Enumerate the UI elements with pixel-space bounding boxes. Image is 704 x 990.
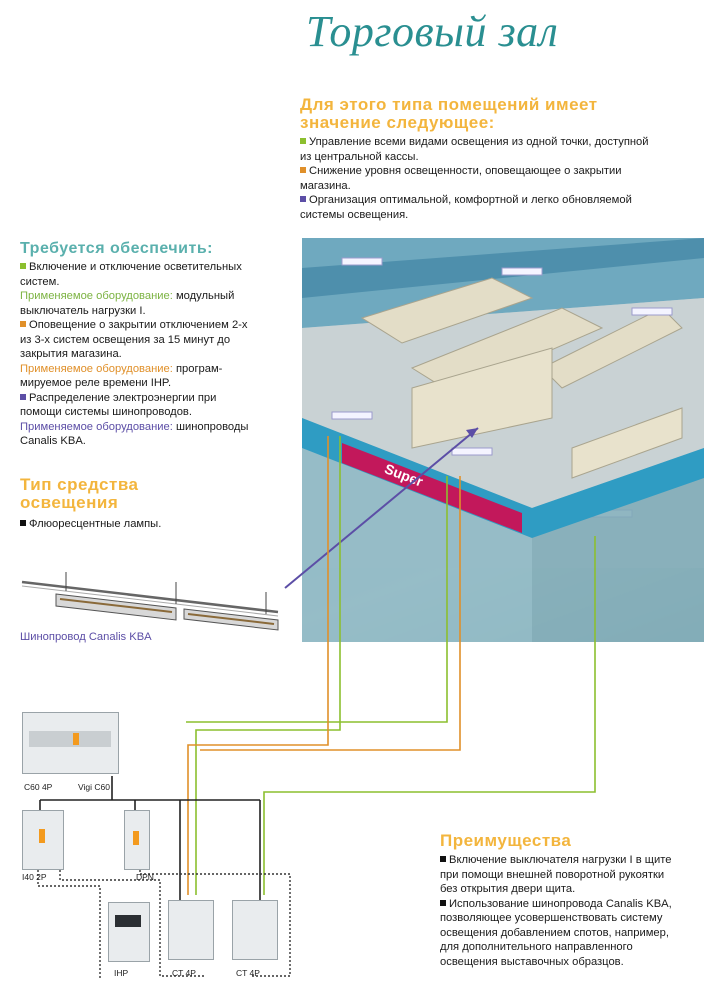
device-label-vigi: Vigi C60: [78, 782, 110, 792]
busbar-caption: Шинопровод Canalis KBA: [20, 631, 152, 643]
bullet-black-icon: [440, 899, 446, 906]
bullet-orange-icon: [300, 167, 306, 173]
arrow-head-icon: [466, 428, 478, 438]
lamp-1: [55, 593, 177, 621]
device-label-c60: C60 4P: [24, 782, 53, 792]
importance-item: Управление всеми видами освещения из одн…: [300, 136, 649, 163]
lamp-2: [183, 608, 279, 631]
toggle-handle-icon: [73, 733, 79, 745]
importance-section: Для этого типа помещений имеет значение …: [300, 96, 700, 222]
c60-vigi-device: [22, 712, 119, 774]
bullet-purple-icon: [300, 196, 306, 202]
bullet-purple-icon: [20, 393, 26, 400]
dpn-device: [124, 810, 150, 870]
device-label-ct1: CT 4P: [172, 968, 196, 978]
toggle-handle-icon: [133, 831, 139, 845]
importance-item: Организация оптимальной, комфортной и ле…: [300, 194, 632, 221]
importance-heading-line1: Для этого типа помещений имеет: [300, 95, 598, 114]
lighting-heading-line2: освещения: [20, 493, 119, 512]
lighting-section: Тип средства освещения Флюоресцентные ла…: [20, 476, 280, 532]
lcd-display-icon: [115, 915, 141, 927]
advantages-heading: Преимущества: [440, 831, 572, 850]
device-label-i40: I40 2P: [22, 872, 47, 882]
ct-device-2: [232, 900, 278, 960]
bullet-orange-icon: [20, 321, 26, 327]
lighting-item: Флюоресцентные лампы.: [20, 517, 280, 532]
bullet-black-icon: [20, 520, 26, 526]
page-title: Торговый зал: [306, 7, 559, 56]
breaker-face-icon: [29, 731, 111, 747]
required-section: Требуется обеспечить: Включение и отключ…: [20, 240, 300, 449]
required-item: Включение и отключение осветительных сис…: [20, 261, 249, 447]
toggle-handle-icon: [39, 829, 45, 843]
required-heading: Требуется обеспечить:: [20, 240, 214, 257]
bullet-green-icon: [20, 263, 26, 269]
ct-device-1: [168, 900, 214, 960]
importance-item: Снижение уровня освещенности, оповещающе…: [300, 165, 622, 192]
device-label-ct2: CT 4P: [236, 968, 260, 978]
ihp-device: [108, 902, 150, 962]
bullet-green-icon: [300, 138, 306, 144]
store-illustration: Super: [302, 238, 704, 642]
busbar-illustration: [21, 572, 279, 631]
busbar-pointer-line: [284, 427, 479, 589]
lighting-heading-line1: Тип средства: [20, 475, 139, 494]
bullet-black-icon: [440, 856, 446, 862]
device-label-dpn: DPN: [136, 872, 154, 882]
i40-device: [22, 810, 64, 870]
importance-heading-line2: значение следующее:: [300, 113, 495, 132]
advantages-section: Преимущества Включение выключателя нагру…: [440, 832, 702, 969]
advantages-item: Включение выключателя нагрузки I в щите …: [440, 854, 672, 968]
device-label-ihp: IHP: [114, 968, 129, 978]
